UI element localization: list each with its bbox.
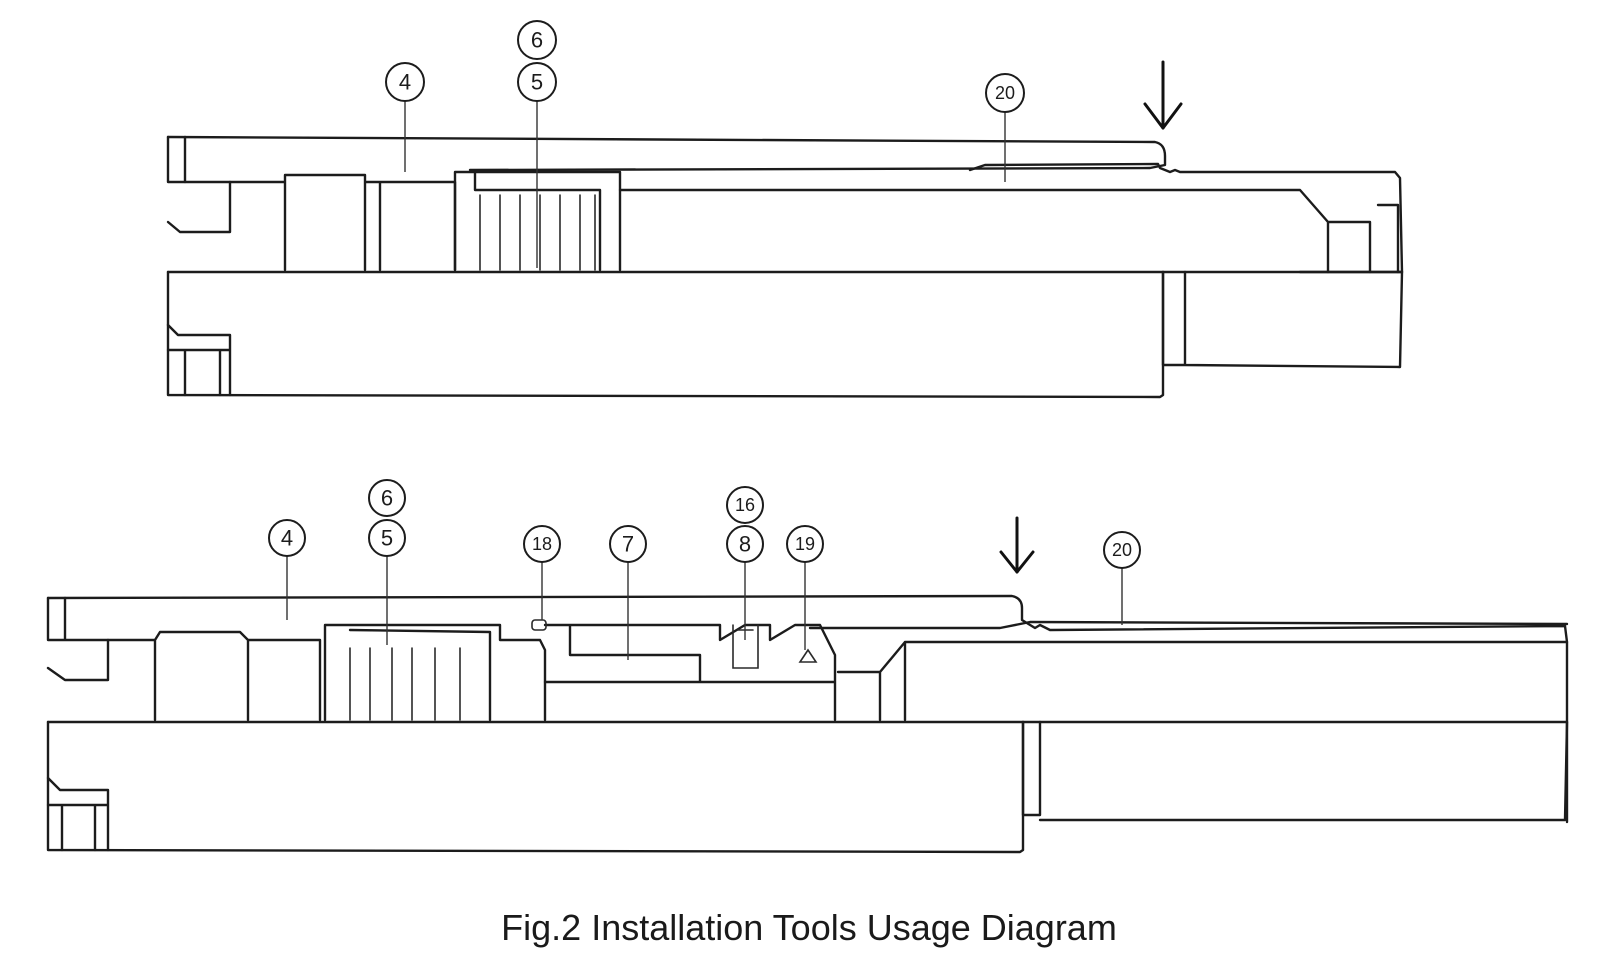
bottom-extension-stub: [1021, 720, 1569, 822]
top-tool-body-outline: [968, 162, 1404, 274]
top-slip-teeth: [479, 194, 596, 271]
bottom-tool-body-outline: [808, 620, 1569, 722]
bottom-part-18: [531, 619, 547, 631]
svg-text:18: 18: [532, 534, 552, 554]
bottom-middle-body: [543, 623, 837, 722]
bottom-callout-5: 5: [368, 519, 406, 557]
top-extension-stub: [1161, 270, 1404, 369]
bottom-assembly: 6 5 4 18 7 16 8 19: [46, 479, 1569, 854]
top-down-arrow-icon: [1143, 60, 1183, 130]
svg-text:5: 5: [381, 526, 393, 551]
top-upper-sleeve-left-end: [166, 135, 232, 234]
top-lower-housing-left-notch: [166, 323, 232, 397]
bottom-down-arrow-icon: [999, 516, 1035, 574]
bottom-callout-16: 16: [726, 486, 764, 524]
svg-text:7: 7: [622, 532, 634, 557]
top-upper-sleeve-outline: [166, 135, 1167, 172]
svg-text:6: 6: [531, 28, 543, 53]
top-bore-steps: [228, 173, 457, 272]
bottom-callout-8: 8: [726, 525, 764, 563]
bottom-part-19: [798, 648, 818, 663]
bottom-callout-7: 7: [609, 525, 647, 563]
bottom-callout-20: 20: [1103, 531, 1141, 569]
top-callout-4: 4: [385, 62, 425, 102]
top-callout-5: 5: [517, 62, 557, 102]
svg-text:19: 19: [795, 534, 815, 554]
bottom-callout-19: 19: [786, 525, 824, 563]
bottom-callout-4: 4: [268, 519, 306, 557]
bottom-lower-housing-left-notch: [46, 776, 110, 852]
bottom-callout-6: 6: [368, 479, 406, 517]
svg-text:20: 20: [995, 83, 1015, 103]
figure-caption: Fig.2 Installation Tools Usage Diagram: [501, 907, 1117, 948]
top-assembly: 6 5 4 20: [166, 20, 1404, 399]
top-lower-housing: [166, 270, 1165, 399]
svg-text:8: 8: [739, 532, 751, 557]
top-tool-body-inner: [618, 188, 1400, 274]
svg-text:4: 4: [399, 70, 411, 95]
svg-text:4: 4: [281, 526, 293, 551]
svg-text:16: 16: [735, 495, 755, 515]
top-callout-6: 6: [517, 20, 557, 60]
bottom-slip-housing: [323, 623, 547, 722]
svg-text:6: 6: [381, 486, 393, 511]
bottom-slip-teeth: [349, 647, 461, 721]
bottom-callout-18: 18: [523, 525, 561, 563]
bottom-upper-sleeve-left-end: [46, 596, 110, 682]
svg-text:20: 20: [1112, 540, 1132, 560]
bottom-upper-sleeve-outline: [46, 594, 1569, 824]
bottom-lower-housing: [46, 720, 1025, 854]
bottom-bore-steps: [106, 630, 322, 722]
top-callout-20: 20: [985, 73, 1025, 113]
svg-text:5: 5: [531, 70, 543, 95]
